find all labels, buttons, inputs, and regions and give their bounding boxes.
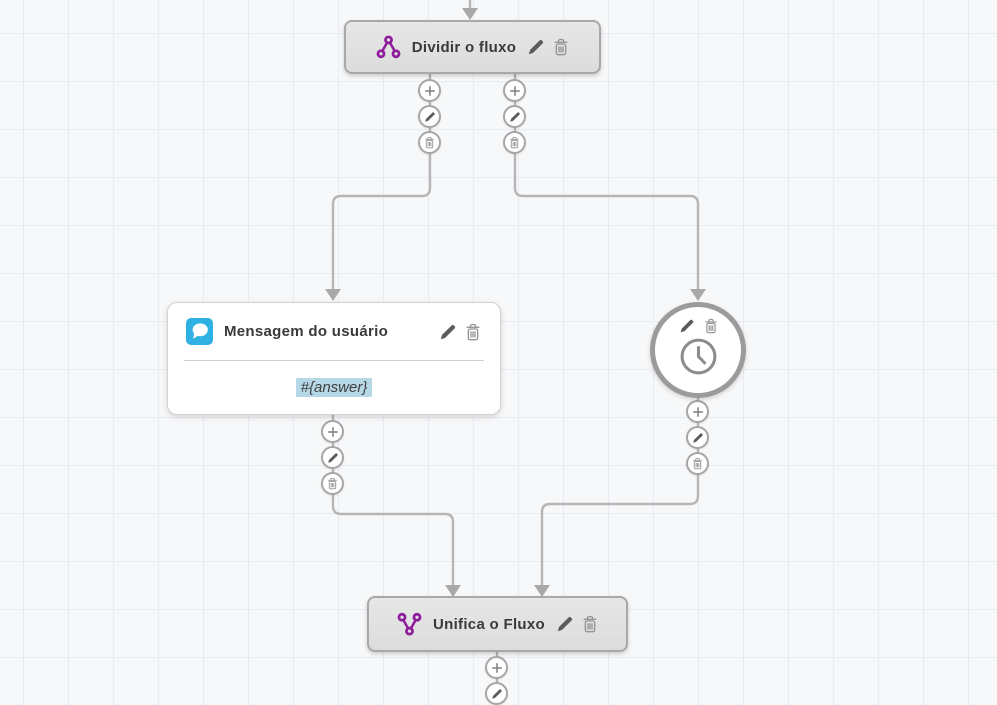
add-block-button[interactable]	[418, 79, 441, 102]
branch-right-actions	[503, 79, 526, 154]
connector-incoming-top	[462, 0, 478, 20]
add-block-button[interactable]	[485, 656, 508, 679]
pencil-icon	[491, 688, 503, 700]
timer-out-actions	[686, 400, 709, 475]
variable-chip: #{answer}	[295, 378, 373, 397]
edit-node-button[interactable]	[439, 323, 457, 341]
delete-connector-button[interactable]	[686, 452, 709, 475]
connector-timer-to-merge	[534, 397, 700, 597]
chat-bubble-icon	[186, 318, 213, 345]
delete-node-button[interactable]	[582, 615, 598, 633]
connector-split-to-message	[325, 74, 432, 301]
pencil-icon	[509, 111, 521, 123]
plus-icon	[509, 85, 521, 97]
node-body: #{answer}	[168, 361, 500, 414]
pencil-icon	[424, 111, 436, 123]
trash-icon	[582, 615, 598, 633]
arrowhead	[325, 289, 341, 301]
trash-icon	[509, 136, 520, 149]
delete-node-button[interactable]	[553, 38, 569, 56]
delete-connector-button[interactable]	[418, 131, 441, 154]
plus-icon	[692, 406, 704, 418]
divider	[184, 360, 484, 361]
plus-icon	[491, 662, 503, 674]
arrowhead	[462, 8, 478, 20]
add-block-button[interactable]	[503, 79, 526, 102]
merge-out-actions	[485, 656, 508, 705]
merge-flow-icon	[397, 612, 422, 636]
edit-connector-button[interactable]	[686, 426, 709, 449]
node-merge-flow[interactable]: Unifica o Fluxo	[367, 596, 628, 652]
edit-node-button[interactable]	[527, 38, 545, 56]
delete-connector-button[interactable]	[321, 472, 344, 495]
node-header: Mensagem do usuário	[168, 303, 500, 360]
trash-icon	[553, 38, 569, 56]
delete-node-button[interactable]	[465, 323, 481, 341]
trash-icon	[465, 323, 481, 341]
node-title: Dividir o fluxo	[411, 38, 517, 56]
plus-icon	[424, 85, 436, 97]
edit-connector-button[interactable]	[503, 105, 526, 128]
node-timer[interactable]	[650, 302, 746, 398]
pencil-icon	[527, 38, 545, 56]
pencil-icon	[556, 615, 574, 633]
message-out-actions	[321, 420, 344, 495]
arrowhead	[690, 289, 706, 301]
delete-node-button[interactable]	[704, 318, 718, 334]
edit-connector-button[interactable]	[418, 105, 441, 128]
edit-connector-button[interactable]	[485, 682, 508, 705]
pencil-icon	[439, 323, 457, 341]
trash-icon	[424, 136, 435, 149]
branch-left-actions	[418, 79, 441, 154]
delete-connector-button[interactable]	[503, 131, 526, 154]
pencil-icon	[692, 432, 704, 444]
node-user-message[interactable]: Mensagem do usuário #{answer}	[167, 302, 501, 415]
edit-node-button[interactable]	[679, 318, 695, 334]
plus-icon	[327, 426, 339, 438]
node-split-flow[interactable]: Dividir o fluxo	[344, 20, 601, 74]
node-title: Mensagem do usuário	[224, 323, 389, 340]
pencil-icon	[679, 318, 695, 334]
trash-icon	[692, 457, 703, 470]
connector-split-to-timer	[513, 74, 706, 301]
edit-connector-button[interactable]	[321, 446, 344, 469]
edit-node-button[interactable]	[556, 615, 574, 633]
pencil-icon	[327, 452, 339, 464]
trash-icon	[327, 477, 338, 490]
connector-message-to-merge	[331, 415, 461, 597]
node-title: Unifica o Fluxo	[432, 615, 545, 633]
split-flow-icon	[376, 35, 401, 59]
trash-icon	[704, 318, 718, 334]
add-block-button[interactable]	[686, 400, 709, 423]
clock-icon	[678, 336, 719, 377]
add-block-button[interactable]	[321, 420, 344, 443]
